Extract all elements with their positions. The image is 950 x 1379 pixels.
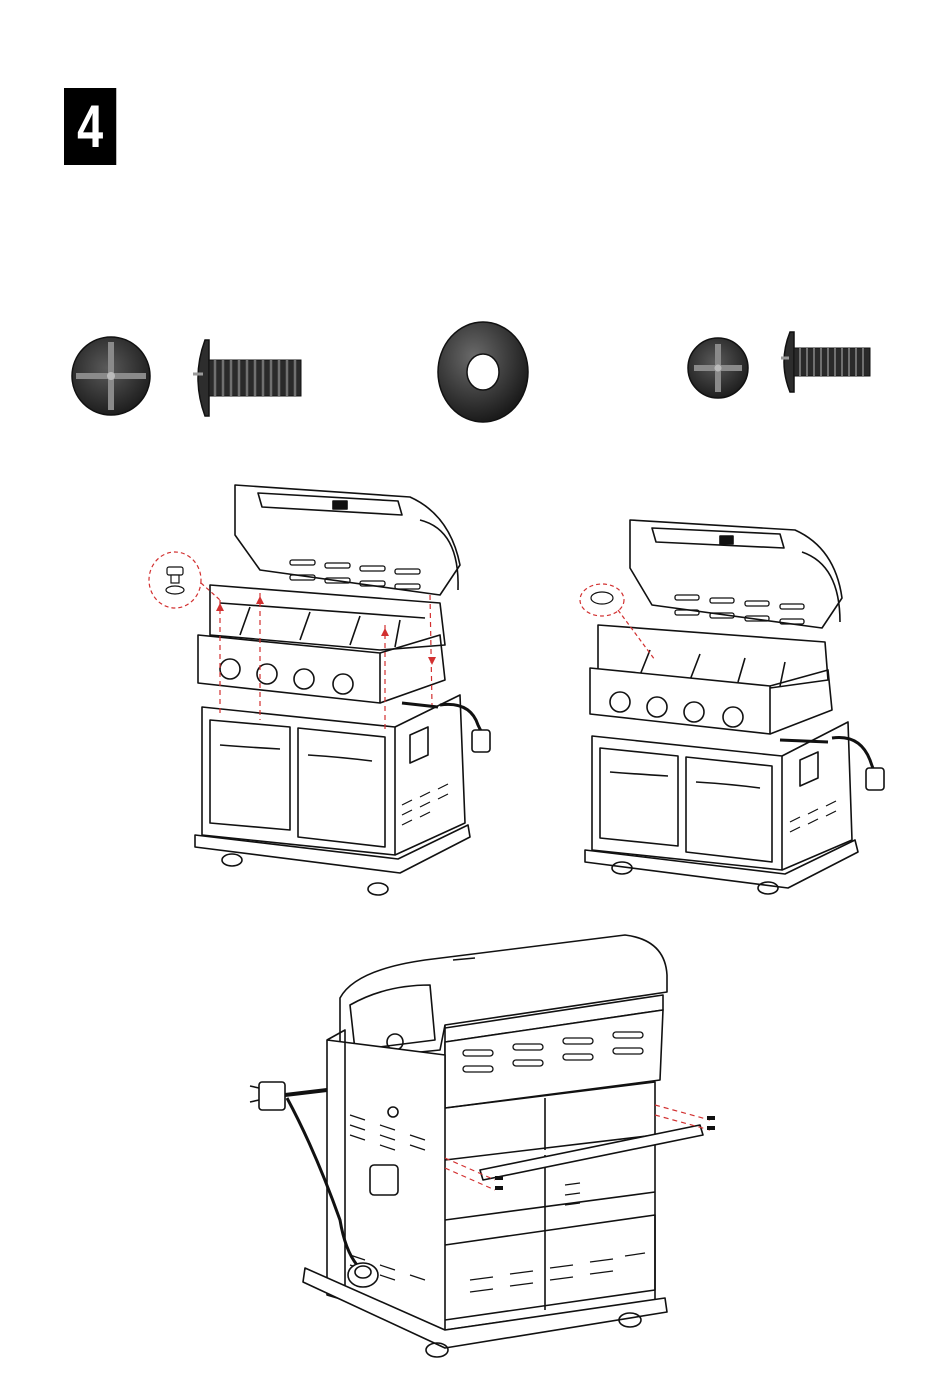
hardware-small-screw-side (776, 330, 876, 394)
grill-head-installed-front-view (570, 510, 900, 900)
grill-head-mounting-front-view (140, 475, 510, 900)
grill-assembled-icon (585, 520, 884, 894)
hardware-small-screw-head (686, 336, 750, 400)
grill-head-exploded-icon (195, 485, 490, 895)
hardware-large-screw-side (185, 338, 305, 418)
step-number-badge: 4 (64, 88, 116, 165)
hardware-large-screw-head (70, 336, 154, 416)
step-number: 4 (77, 97, 103, 157)
cross-bar-rear-view (245, 930, 725, 1370)
grill-rear-view-icon (250, 935, 703, 1357)
hardware-washer (435, 320, 531, 424)
